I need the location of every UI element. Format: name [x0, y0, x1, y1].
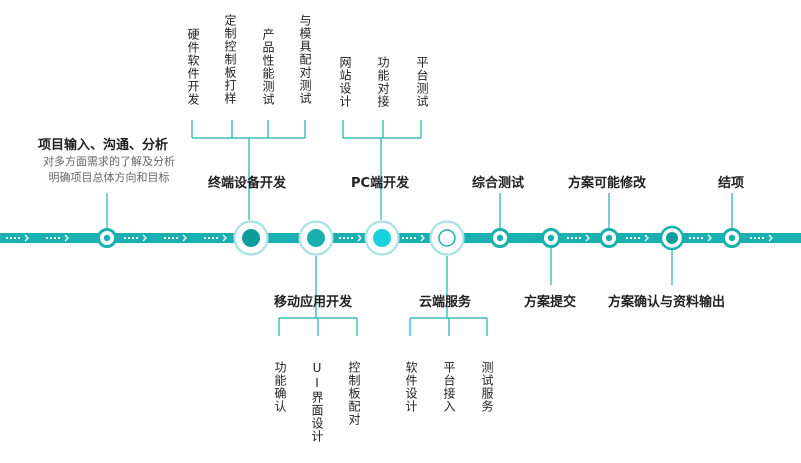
timeline-arrow-54	[768, 234, 773, 242]
intro-title: 项目输入、沟通、分析	[38, 138, 169, 153]
timeline-dot-17	[172, 237, 174, 239]
timeline-dot-30	[402, 237, 404, 239]
node-confirm-dot	[666, 232, 678, 244]
timeline-arrow-24	[222, 234, 227, 242]
timeline-dot-23	[216, 237, 218, 239]
milestone-proposal: 方案提交	[524, 295, 577, 310]
timeline-dot-5	[46, 237, 48, 239]
timeline-dot-42	[634, 237, 636, 239]
timeline-dot-33	[414, 237, 416, 239]
cloud-sub-1: 软件设计	[404, 361, 418, 413]
timeline-dot-47	[697, 237, 699, 239]
timeline-dot-2	[14, 237, 16, 239]
timeline-dot-28	[351, 237, 353, 239]
timeline-dot-46	[693, 237, 695, 239]
pc-sub-2: 功能对接	[376, 56, 390, 108]
timeline-dot-12	[132, 237, 134, 239]
mobile-sub-3: 控制板配对	[347, 361, 361, 426]
timeline-dot-31	[406, 237, 408, 239]
timeline-dot-22	[212, 237, 214, 239]
pc-sub-3: 平台测试	[415, 56, 429, 108]
timeline-dot-1	[10, 237, 12, 239]
timeline-dot-18	[176, 237, 178, 239]
timeline-dot-10	[124, 237, 126, 239]
cloud-sub-2: 平台接入	[442, 361, 456, 413]
terminal-sub-2: 定制控制板打样	[223, 14, 237, 105]
timeline-dot-36	[571, 237, 573, 239]
cloud-sub-3: 测试服务	[480, 361, 494, 413]
timeline-dot-51	[754, 237, 756, 239]
node-end-dot	[728, 234, 736, 242]
terminal-sub-3: 产品性能测试	[261, 28, 275, 106]
timeline-arrow-19	[182, 234, 187, 242]
milestone-end: 结项	[718, 176, 745, 191]
timeline-arrow-49	[707, 234, 712, 242]
intro-line-2: 明确项目总体方向和目标	[48, 171, 170, 184]
node-cloud-inner	[438, 229, 456, 247]
timeline-arrow-34	[420, 234, 425, 242]
timeline-arrow-39	[585, 234, 590, 242]
mobile-sub-2: UI界面设计	[310, 361, 324, 443]
timeline-arrow-44	[644, 234, 649, 242]
timeline-dot-16	[168, 237, 170, 239]
milestone-modify: 方案可能修改	[568, 176, 647, 191]
timeline-dot-48	[701, 237, 703, 239]
timeline-dot-3	[18, 237, 20, 239]
timeline-arrow-4	[24, 234, 29, 242]
timeline-dot-26	[343, 237, 345, 239]
timeline-dot-25	[339, 237, 341, 239]
timeline-arrow-29	[357, 234, 362, 242]
milestone-test: 综合测试	[472, 176, 525, 191]
timeline-dot-21	[208, 237, 210, 239]
timeline-dot-13	[136, 237, 138, 239]
timeline-dot-0	[6, 237, 8, 239]
timeline-dot-35	[567, 237, 569, 239]
mobile-sub-1: 功能确认	[273, 361, 287, 413]
timeline-dot-11	[128, 237, 130, 239]
timeline-dot-15	[164, 237, 166, 239]
node-modify-dot	[605, 234, 613, 242]
node-pc-inner	[373, 229, 391, 247]
node-intro-dot	[103, 234, 111, 242]
timeline-dot-7	[54, 237, 56, 239]
timeline-dot-38	[579, 237, 581, 239]
timeline-dot-6	[50, 237, 52, 239]
timeline-dot-20	[204, 237, 206, 239]
mobile-title: 移动应用开发	[274, 295, 353, 310]
terminal-sub-1: 硬件软件开发	[186, 28, 200, 106]
pc-title: PC端开发	[351, 176, 410, 191]
timeline-arrow-9	[64, 234, 69, 242]
timeline-arrow-14	[142, 234, 147, 242]
timeline-dot-52	[758, 237, 760, 239]
node-test-dot	[496, 234, 504, 242]
node-proposal-dot	[547, 234, 555, 242]
node-mobile-inner	[307, 229, 325, 247]
timeline-dot-27	[347, 237, 349, 239]
timeline-dot-32	[410, 237, 412, 239]
timeline-dot-41	[630, 237, 632, 239]
timeline-dot-50	[750, 237, 752, 239]
timeline-bar	[0, 233, 801, 243]
timeline-dot-40	[626, 237, 628, 239]
node-terminal-inner	[242, 229, 260, 247]
cloud-title: 云端服务	[419, 295, 472, 310]
timeline-dot-8	[58, 237, 60, 239]
timeline-dot-53	[762, 237, 764, 239]
timeline-dot-45	[689, 237, 691, 239]
milestone-confirm: 方案确认与资料输出	[608, 295, 726, 310]
pc-sub-1: 网站设计	[338, 56, 352, 108]
terminal-title: 终端设备开发	[208, 176, 287, 191]
terminal-sub-4: 与模具配对测试	[298, 14, 312, 105]
intro-desc: 对多方面需求的了解及分析 明确项目总体方向和目标	[30, 154, 188, 186]
timeline-dot-37	[575, 237, 577, 239]
intro-line-1: 对多方面需求的了解及分析	[43, 155, 175, 168]
timeline-dot-43	[638, 237, 640, 239]
